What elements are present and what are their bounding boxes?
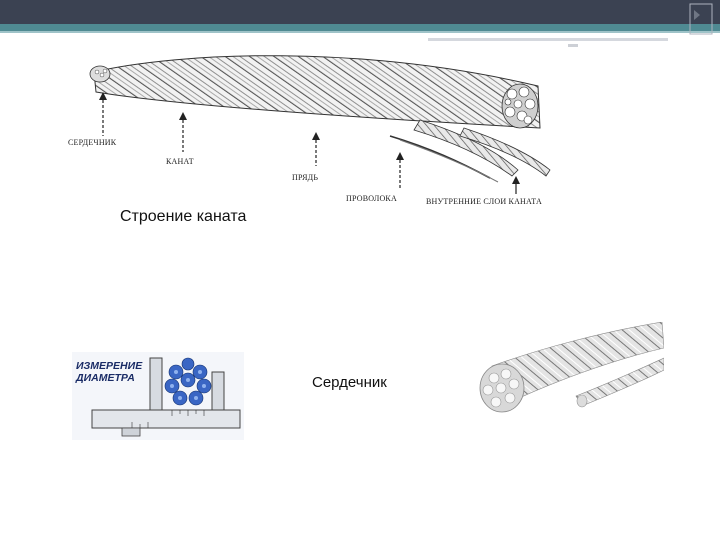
label-strand: ПРЯДЬ xyxy=(292,173,319,182)
decorative-line xyxy=(428,38,668,41)
caption-core: Сердечник xyxy=(312,374,387,391)
arrow-up-icon xyxy=(99,92,107,136)
arrow-up-icon xyxy=(512,176,520,194)
arrow-up-icon xyxy=(396,152,404,190)
caption-rope-structure: Строение каната xyxy=(120,208,247,225)
label-inner-layers: ВНУТРЕННИЕ СЛОИ КАНАТА xyxy=(426,197,542,206)
arrow-up-icon xyxy=(179,112,187,152)
label-rope: КАНАТ xyxy=(166,157,194,166)
label-wire: ПРОВОЛОКА xyxy=(346,194,397,203)
slide-accent-bar xyxy=(0,24,720,31)
decorative-dash xyxy=(568,44,578,47)
wire-rope-core-photo xyxy=(472,322,664,422)
slide-accent-line xyxy=(0,31,720,33)
diameter-measurement-image: ИЗМЕРЕНИЕ ДИАМЕТРА xyxy=(72,352,244,440)
rope-structure-illustration xyxy=(89,55,551,183)
label-core: СЕРДЕЧНИК xyxy=(68,138,117,147)
slide-top-bar xyxy=(0,0,720,24)
arrow-up-icon xyxy=(312,132,320,166)
corner-decoration xyxy=(689,3,713,35)
measure-title: ИЗМЕРЕНИЕ ДИАМЕТРА xyxy=(76,360,143,384)
